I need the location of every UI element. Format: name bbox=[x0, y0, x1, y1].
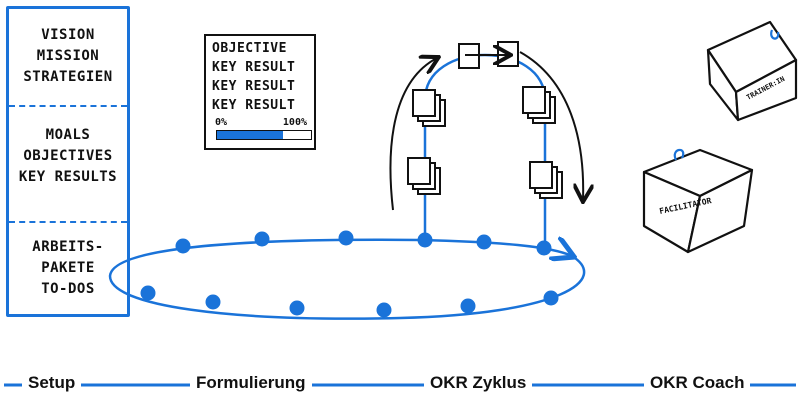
card-key-result: KEY RESULT bbox=[212, 60, 296, 75]
progress-bar bbox=[216, 130, 312, 140]
orbit-dot bbox=[254, 231, 270, 247]
hierarchy-section-objectives: MOALS OBJECTIVES KEY RESULTS bbox=[9, 125, 127, 188]
orbit-dot bbox=[289, 300, 305, 316]
okr-hierarchy-box: VISION MISSION STRATEGIEN MOALS OBJECTIV… bbox=[6, 6, 130, 317]
label-objectives: OBJECTIVES bbox=[23, 148, 113, 164]
label-mission: MISSION bbox=[36, 48, 100, 64]
timeline-phase-setup: Setup bbox=[22, 373, 82, 393]
facilitator-cube-icon bbox=[642, 148, 754, 254]
orbit-ellipse bbox=[108, 240, 586, 320]
orbit-dot bbox=[460, 298, 476, 314]
label-moals: MOALS bbox=[45, 127, 91, 143]
section-divider bbox=[9, 105, 127, 107]
section-divider bbox=[9, 221, 127, 223]
label-arbeits: ARBEITS- bbox=[32, 239, 104, 255]
okr-card: OBJECTIVE KEY RESULT KEY RESULT KEY RESU… bbox=[204, 34, 316, 150]
orbit-dot bbox=[476, 234, 492, 250]
progress-max-label: 100% bbox=[282, 117, 307, 128]
orbit-dot bbox=[175, 238, 191, 254]
orbit-dot bbox=[205, 294, 221, 310]
handoff-documents-icon bbox=[458, 41, 519, 69]
timeline-phase-okr-coach: OKR Coach bbox=[644, 373, 751, 393]
cycle-arrow-down bbox=[519, 51, 583, 200]
document-stack-icon bbox=[522, 86, 556, 124]
orbit-dot bbox=[543, 290, 559, 306]
card-key-result: KEY RESULT bbox=[212, 79, 296, 94]
card-key-result: KEY RESULT bbox=[212, 98, 296, 113]
timeline-phase-okr-zyklus: OKR Zyklus bbox=[424, 373, 533, 393]
orbit-dot bbox=[140, 285, 156, 301]
orbit-dot bbox=[376, 302, 392, 318]
orbit-dot bbox=[338, 230, 354, 246]
label-strategien: STRATEGIEN bbox=[23, 69, 113, 85]
document-stack-icon bbox=[412, 89, 446, 127]
orbit-dot bbox=[417, 232, 433, 248]
cycle-loop bbox=[423, 53, 547, 246]
label-pakete: PAKETE bbox=[41, 260, 95, 276]
hierarchy-section-vision: VISION MISSION STRATEGIEN bbox=[9, 25, 127, 88]
okr-cycle-illustration: TRAINER:IN FACILITATOR bbox=[108, 20, 798, 320]
progress-min-label: 0% bbox=[215, 117, 228, 128]
label-vision: VISION bbox=[41, 27, 95, 43]
document-stack-icon bbox=[529, 161, 563, 199]
trainer-cube-icon bbox=[706, 20, 798, 122]
progress-bar-fill bbox=[217, 131, 283, 139]
document-stack-icon bbox=[407, 157, 441, 195]
hierarchy-section-todos: ARBEITS- PAKETE TO-DOS bbox=[9, 237, 127, 300]
label-todos: TO-DOS bbox=[41, 281, 95, 297]
cycle-arrow-up bbox=[389, 58, 437, 211]
orbit-dot bbox=[536, 240, 552, 256]
label-key-results: KEY RESULTS bbox=[18, 169, 118, 185]
timeline-phase-formulierung: Formulierung bbox=[190, 373, 312, 393]
card-objective: OBJECTIVE bbox=[212, 41, 287, 56]
